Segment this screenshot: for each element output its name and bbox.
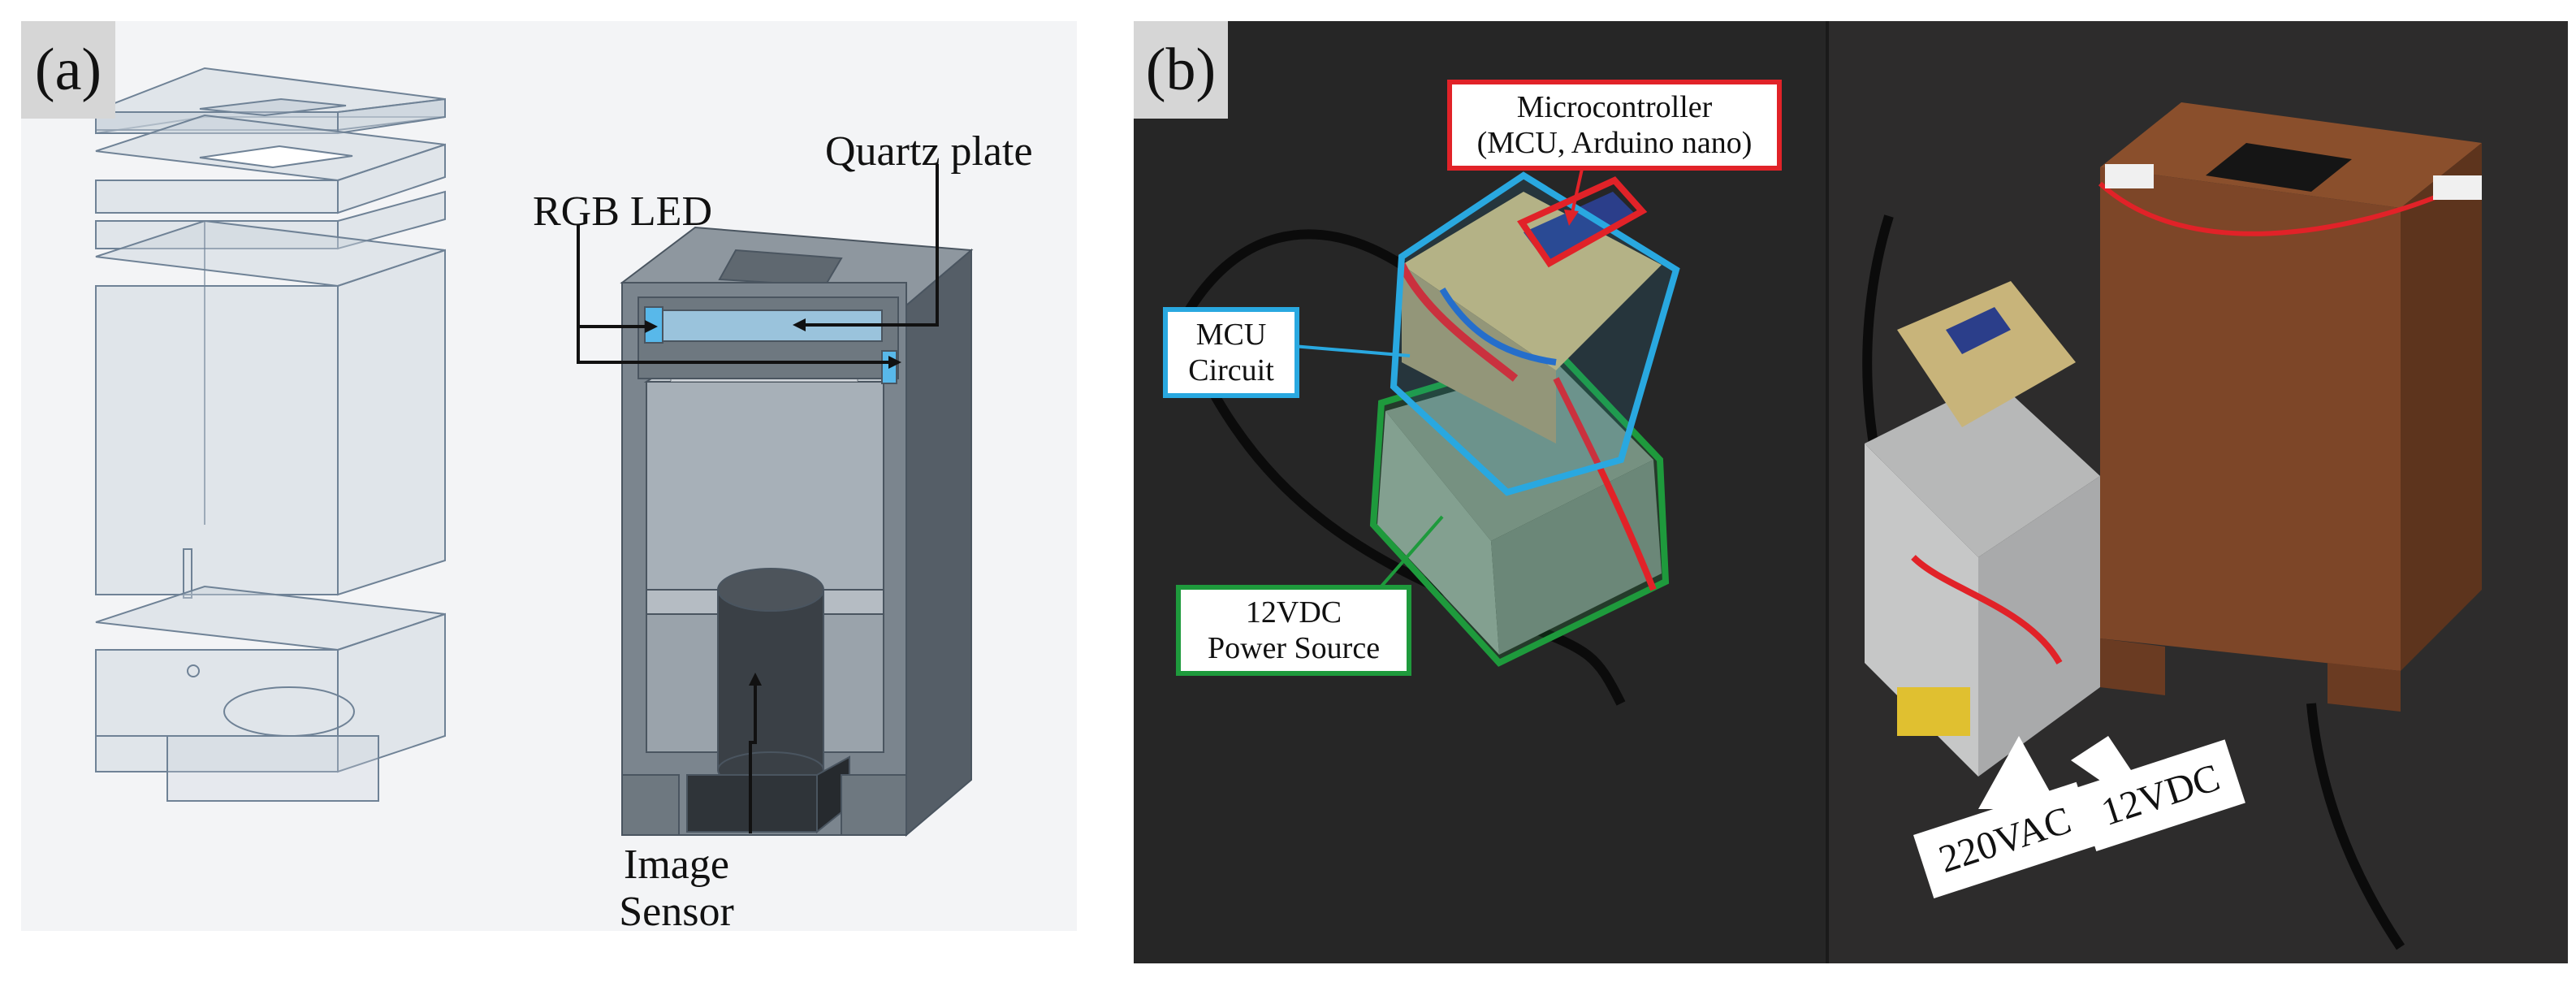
- base-front: [95, 649, 339, 772]
- panel-b-photo: (b) Microcontroller (MCU, Arduino nano) …: [1134, 21, 2568, 963]
- rgb-led-leader: [577, 224, 893, 364]
- image-sensor-label-line2: Sensor: [619, 889, 734, 931]
- lid-front: [95, 111, 339, 134]
- main-box-front: [95, 285, 339, 595]
- mcu-circuit-label-line2: Circuit: [1188, 353, 1274, 387]
- power-source-label-line1: 12VDC: [1245, 595, 1342, 630]
- microcontroller-label-line1: Microcontroller: [1516, 90, 1713, 124]
- panel-a-cad-drawing: (a) Quartz plate RGB LED Image Sensor: [21, 21, 1077, 931]
- main-box-side: [337, 249, 446, 596]
- image-sensor-leader: [749, 681, 757, 833]
- image-sensor-label-line1: Image: [624, 842, 729, 888]
- mcu-circuit-label: MCU Circuit: [1163, 307, 1299, 398]
- image-sensor-label: Image Sensor: [616, 842, 737, 931]
- panel-b-letter: (b): [1134, 21, 1228, 119]
- power-source-label: 12VDC Power Source: [1176, 585, 1411, 676]
- cad-drawing: [95, 67, 974, 837]
- rgb-led-label: RGB LED: [533, 188, 712, 235]
- mcu-circuit-label-line1: MCU: [1195, 318, 1267, 352]
- microcontroller-label-line2: (MCU, Arduino nano): [1476, 126, 1753, 160]
- photo-illustration: [1134, 21, 2568, 963]
- quartz-leader: [801, 164, 939, 327]
- panel-a-letter: (a): [21, 21, 115, 119]
- quartz-plate-label: Quartz plate: [825, 128, 1033, 175]
- power-source-label-line2: Power Source: [1207, 631, 1381, 665]
- plate-mid-front: [95, 180, 339, 214]
- microcontroller-label: Microcontroller (MCU, Arduino nano): [1447, 80, 1782, 171]
